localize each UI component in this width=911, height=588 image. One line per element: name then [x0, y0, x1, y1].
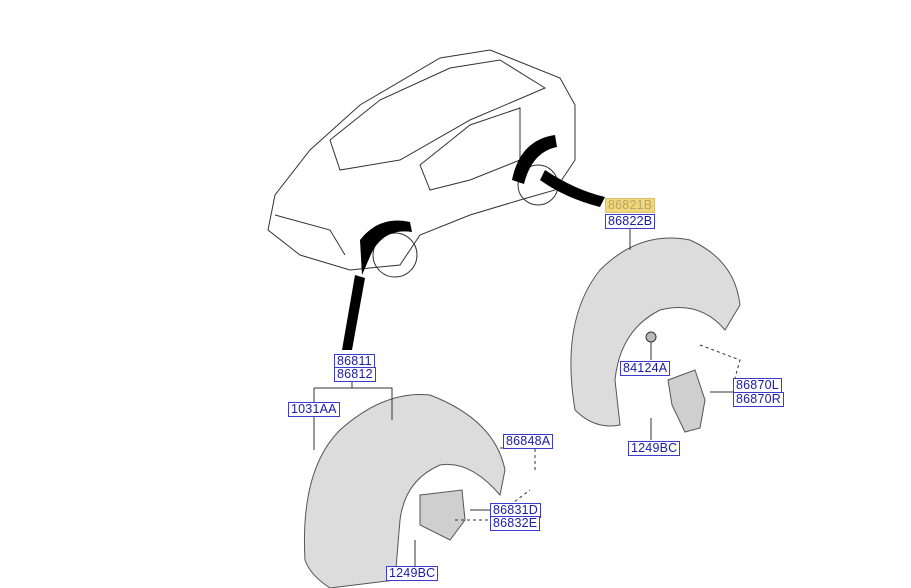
part-label-86870r[interactable]: 86870R: [733, 392, 784, 407]
part-label-86848a[interactable]: 86848A: [503, 434, 554, 449]
front-arch-highlight: [360, 220, 412, 275]
car-illustration: [267, 49, 576, 278]
pointer-front: [342, 275, 365, 350]
pointer-rear: [540, 170, 605, 207]
part-label-86870l[interactable]: 86870L: [733, 378, 782, 393]
part-label-84124a[interactable]: 84124A: [620, 361, 671, 376]
front-mudguard: [419, 489, 466, 541]
part-label-86812[interactable]: 86812: [334, 367, 376, 382]
rear-mudguard: [667, 369, 706, 433]
part-label-1249bc-front[interactable]: 1249BC: [386, 566, 439, 581]
part-label-1249bc-rear[interactable]: 1249BC: [628, 441, 681, 456]
rear-arch-highlight: [512, 135, 557, 184]
rear-nut-part: [645, 331, 657, 343]
rear-wheel-liner: [570, 237, 741, 427]
front-wheel-liner: [303, 393, 506, 588]
part-label-86822b[interactable]: 86822B: [605, 214, 656, 229]
part-label-86821b[interactable]: 86821B: [605, 198, 656, 213]
part-label-86832e[interactable]: 86832E: [490, 516, 541, 531]
part-label-1031aa[interactable]: 1031AA: [288, 402, 340, 417]
part-label-86831d[interactable]: 86831D: [490, 503, 541, 518]
